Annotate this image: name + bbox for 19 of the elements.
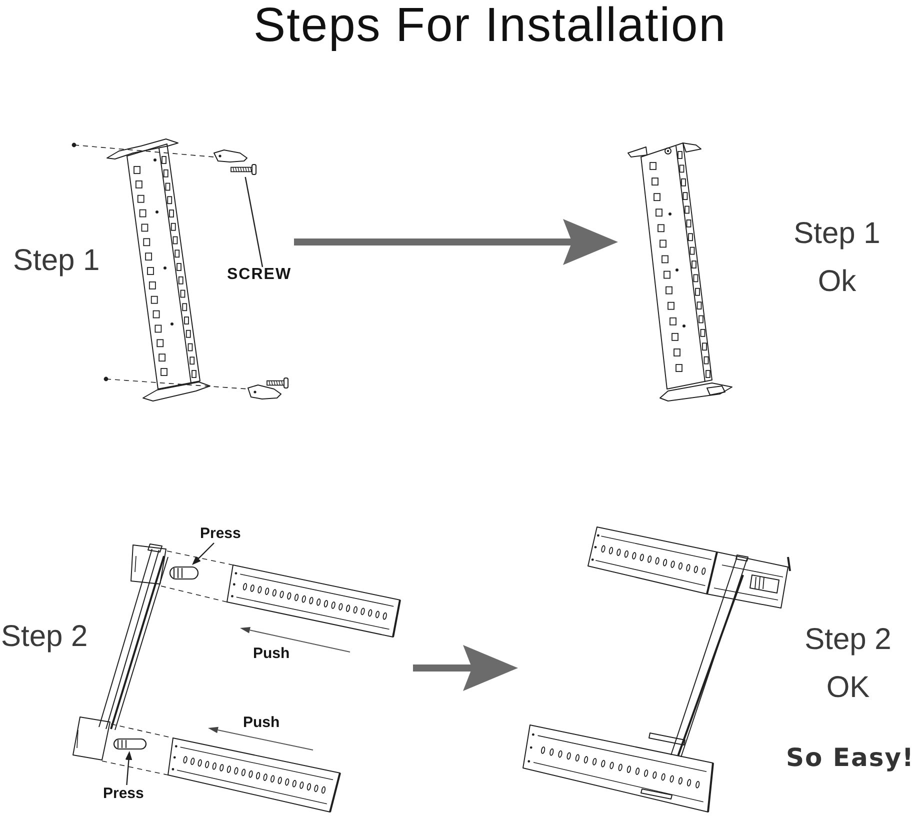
step-label: Step 2 OK xyxy=(804,622,892,706)
step-label: Step 1 xyxy=(13,243,100,279)
step-label: Step 2 xyxy=(1,619,88,655)
screw-icon xyxy=(229,163,259,177)
leader-line xyxy=(192,542,214,565)
instruction-label: Push xyxy=(243,714,280,732)
leader-line xyxy=(244,176,264,268)
tab-icon xyxy=(113,737,147,751)
arrow xyxy=(413,645,518,691)
slogan-text: So Easy! xyxy=(786,743,914,773)
instruction-label: Push xyxy=(253,645,290,663)
callout-label: Press xyxy=(103,785,149,803)
tab-icon xyxy=(169,565,199,581)
arrow xyxy=(294,219,618,265)
title: Steps For Installation xyxy=(254,0,726,53)
leader-line xyxy=(125,751,132,786)
callout-label: SCREW xyxy=(227,267,301,283)
step-label: Step 1 Ok xyxy=(792,216,882,300)
callout-label: Press xyxy=(200,525,246,543)
